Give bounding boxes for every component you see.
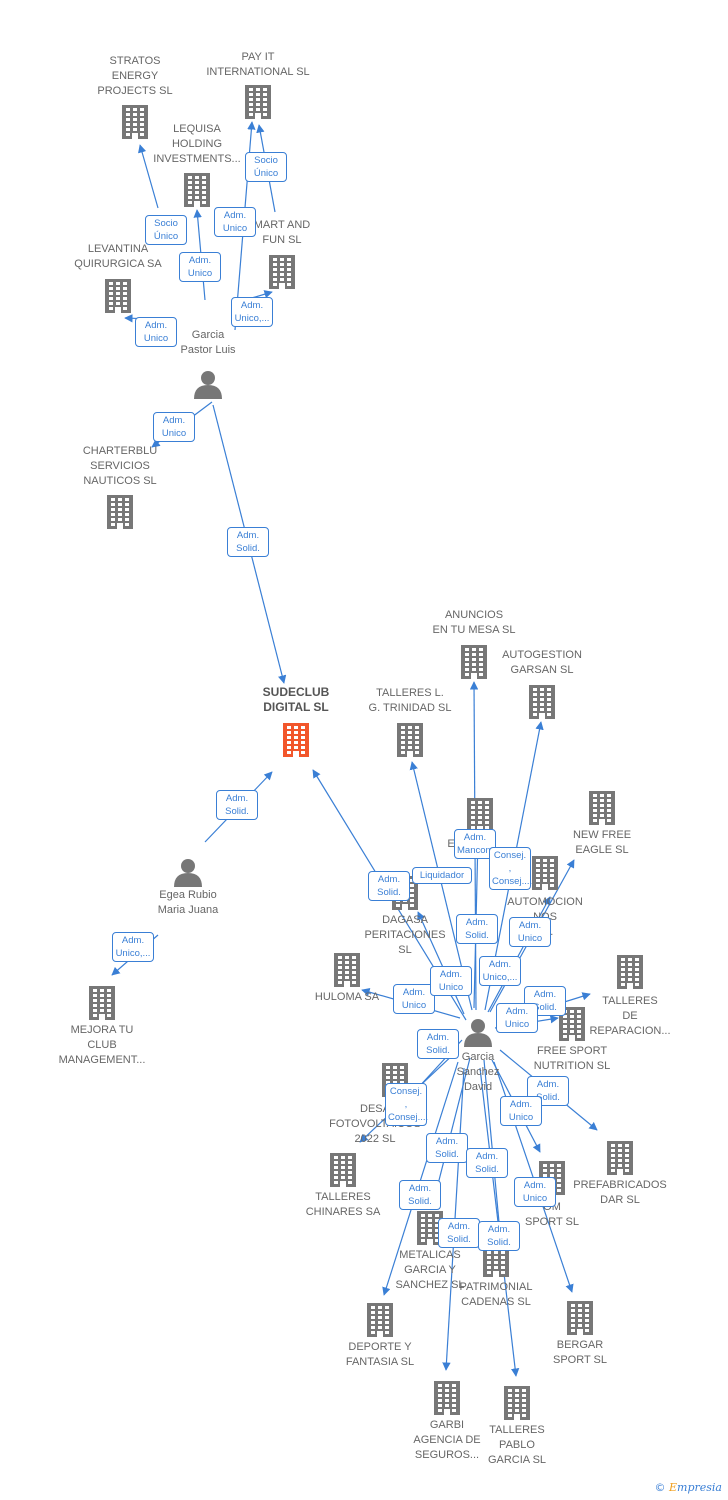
edge-label-garcia_pastor-to-payit[interactable]: Adm. Unico xyxy=(214,207,256,237)
building-icon[interactable] xyxy=(367,1303,393,1337)
company-label-autogestion[interactable]: AUTOGESTION GARSAN SL xyxy=(502,649,582,676)
building-icon[interactable] xyxy=(461,645,487,679)
company-label-lequisa[interactable]: LEQUISA HOLDING INVESTMENTS... xyxy=(153,123,241,165)
company-label-desa[interactable]: DESA FOTOVOLTAICOS 2022 SL xyxy=(329,1103,421,1145)
edge-label-garcia_sanchez-to-om_sport[interactable]: Adm. Unico xyxy=(500,1096,542,1126)
edge-label-garcia_sanchez-to-ec[interactable]: Adm. Solid. xyxy=(456,914,498,944)
building-icon[interactable] xyxy=(617,955,643,989)
building-icon[interactable] xyxy=(529,685,555,719)
edge-label-garcia_sanchez-to-talleres_chinares[interactable]: Consej. , Consej.... xyxy=(385,1083,428,1126)
edge-garcia_sanchez-to-automocion xyxy=(487,896,551,1013)
person-label-garcia_sanchez[interactable]: Garcia Sanchez David xyxy=(456,1051,500,1093)
company-label-dagasa[interactable]: DAGASA PERITACIONES SL xyxy=(364,914,446,956)
building-icon[interactable] xyxy=(107,495,133,529)
building-icon[interactable] xyxy=(105,279,131,313)
company-label-deporte[interactable]: DEPORTE Y FANTASIA SL xyxy=(345,1341,415,1368)
edge-label-garcia_sanchez-to-huloma[interactable]: Adm. Unico xyxy=(430,966,472,996)
building-icon[interactable] xyxy=(397,723,423,757)
company-label-levantina[interactable]: LEVANTINA QUIRURGICA SA xyxy=(74,243,162,270)
edge-label-garcia_sanchez-to-garbi[interactable]: Adm. Solid. xyxy=(438,1218,480,1248)
edge-label-garcia_sanchez-to-metalicas[interactable]: Adm. Solid. xyxy=(426,1133,468,1163)
company-label-talleres_chinares[interactable]: TALLERES CHINARES SA xyxy=(305,1191,381,1218)
building-icon[interactable] xyxy=(532,856,558,890)
building-icon[interactable] xyxy=(434,1381,460,1415)
building-icon[interactable] xyxy=(184,173,210,207)
edge-garcia_sanchez-to-metalicas xyxy=(431,1057,471,1201)
edge-label-garcia_pastor-to-lequisa[interactable]: Adm. Unico xyxy=(179,252,221,282)
edge-label-garcia_sanchez-to-deporte[interactable]: Adm. Unico xyxy=(514,1177,556,1207)
company-label-bergar[interactable]: BERGAR SPORT SL xyxy=(552,1339,608,1366)
company-label-patrimonial[interactable]: PATRIMONIAL CADENAS SL xyxy=(459,1281,533,1308)
building-icon[interactable] xyxy=(283,723,309,757)
edge-label-garcia_sanchez-to-newfree[interactable]: Adm. Unico xyxy=(509,917,551,947)
person-icon[interactable] xyxy=(174,859,202,887)
edge-label-garcia_sanchez-to-prefabricados[interactable]: Adm. Solid. xyxy=(527,1076,569,1106)
empresia-logo[interactable]: © Empresia xyxy=(654,1481,723,1494)
company-label-metalicas[interactable]: METALICAS GARCIA Y SANCHEZ SL xyxy=(395,1249,465,1291)
building-icon[interactable] xyxy=(245,85,271,119)
edge-label-garcia_pastor-to-smart[interactable]: Adm. Unico,... xyxy=(231,297,273,327)
person-icon[interactable] xyxy=(194,371,222,399)
edge-label-garcia_pastor-to-sudeclub[interactable]: Adm. Solid. xyxy=(227,527,269,557)
company-label-payit[interactable]: PAY IT INTERNATIONAL SL xyxy=(206,51,310,78)
company-label-freesport[interactable]: FREE SPORT NUTRITION SL xyxy=(533,1045,611,1072)
building-icon[interactable] xyxy=(589,791,615,825)
building-icon[interactable] xyxy=(504,1386,530,1420)
edge-label-garcia_sanchez-to-talleres_trinidad[interactable]: Liquidador xyxy=(412,866,472,884)
company-label-prefabricados[interactable]: PREFABRICADOS DAR SL xyxy=(573,1179,667,1206)
company-label-sudeclub[interactable]: SUDECLUB DIGITAL SL xyxy=(262,685,330,714)
edge-label-garcia_sanchez-to-sudeclub[interactable]: Adm. Solid. xyxy=(368,871,410,901)
edge-label-garcia_pastor-to-charterblu[interactable]: Adm. Unico xyxy=(153,412,195,442)
building-icon[interactable] xyxy=(334,953,360,987)
company-label-huloma[interactable]: HULOMA SA xyxy=(314,991,380,1003)
edge-label-garcia_sanchez-to-automocion[interactable]: Adm. Unico,... xyxy=(479,956,521,986)
edge-garcia_sanchez-to-bergar xyxy=(382,1061,459,1296)
company-label-charterblu[interactable]: CHARTERBLU SERVICIOS NAUTICOS SL xyxy=(82,445,158,487)
edge-label-garcia_sanchez-to-talleres_pablo[interactable]: Adm. Solid. xyxy=(478,1221,520,1251)
company-label-garbi[interactable]: GARBI AGENCIA DE SEGUROS... xyxy=(413,1419,481,1461)
company-label-stratos[interactable]: STRATOS ENERGY PROJECTS SL xyxy=(97,55,173,97)
edge-label-garcia_pastor-to-levantina[interactable]: Adm. Unico xyxy=(135,317,177,347)
edge-label-egea-to-mejora[interactable]: Adm. Unico,... xyxy=(112,932,154,962)
edge-garcia_sanchez-to-patrimonial xyxy=(483,1059,504,1234)
person-label-garcia_pastor[interactable]: Garcia Pastor Luis xyxy=(180,329,236,356)
company-label-talleres_trinidad[interactable]: TALLERES L. G. TRINIDAD SL xyxy=(368,687,452,714)
edge-label-egea-to-sudeclub[interactable]: Adm. Solid. xyxy=(216,790,258,820)
edge-label-garcia_pastor-to-payit[interactable]: Socio Único xyxy=(245,152,287,182)
edge-label-garcia_sanchez-to-freesport[interactable]: Adm. Unico xyxy=(496,1003,538,1033)
edge-garcia_sanchez-to-dagasa xyxy=(417,911,465,1015)
building-icon[interactable] xyxy=(467,798,493,832)
person-label-egea[interactable]: Egea Rubio Maria Juana xyxy=(157,889,219,916)
company-label-talleres_pablo[interactable]: TALLERES PABLO GARCIA SL xyxy=(487,1424,547,1466)
edge-label-garcia_sanchez-to-desa[interactable]: Adm. Solid. xyxy=(417,1029,459,1059)
edge-label-garcia_sanchez-to-autogestion[interactable]: Consej. , Consej.... xyxy=(489,847,532,890)
company-label-mejora[interactable]: MEJORA TU CLUB MANAGEMENT... xyxy=(58,1024,146,1066)
company-label-newfree[interactable]: NEW FREE EAGLE SL xyxy=(572,829,632,856)
building-icon[interactable] xyxy=(122,105,148,139)
company-label-talleres_rep[interactable]: TALLERES DE REPARACION... xyxy=(589,995,671,1037)
company-label-anuncios[interactable]: ANUNCIOS EN TU MESA SL xyxy=(432,609,516,636)
building-icon[interactable] xyxy=(330,1153,356,1187)
edge-label-garcia_pastor-to-stratos[interactable]: Socio Único xyxy=(145,215,187,245)
edge-label-garcia_sanchez-to-patrimonial[interactable]: Adm. Solid. xyxy=(466,1148,508,1178)
edge-label-garcia_sanchez-to-dagasa[interactable]: Adm. Unico xyxy=(393,984,435,1014)
building-icon[interactable] xyxy=(567,1301,593,1335)
company-label-smart[interactable]: MART AND FUN SL xyxy=(253,219,311,246)
building-icon[interactable] xyxy=(89,986,115,1020)
building-icon[interactable] xyxy=(269,255,295,289)
edge-label-garcia_sanchez-to-bergar[interactable]: Adm. Solid. xyxy=(399,1180,441,1210)
edge-garcia_pastor-to-stratos xyxy=(138,144,159,209)
person-icon[interactable] xyxy=(464,1019,492,1047)
building-icon[interactable] xyxy=(607,1141,633,1175)
